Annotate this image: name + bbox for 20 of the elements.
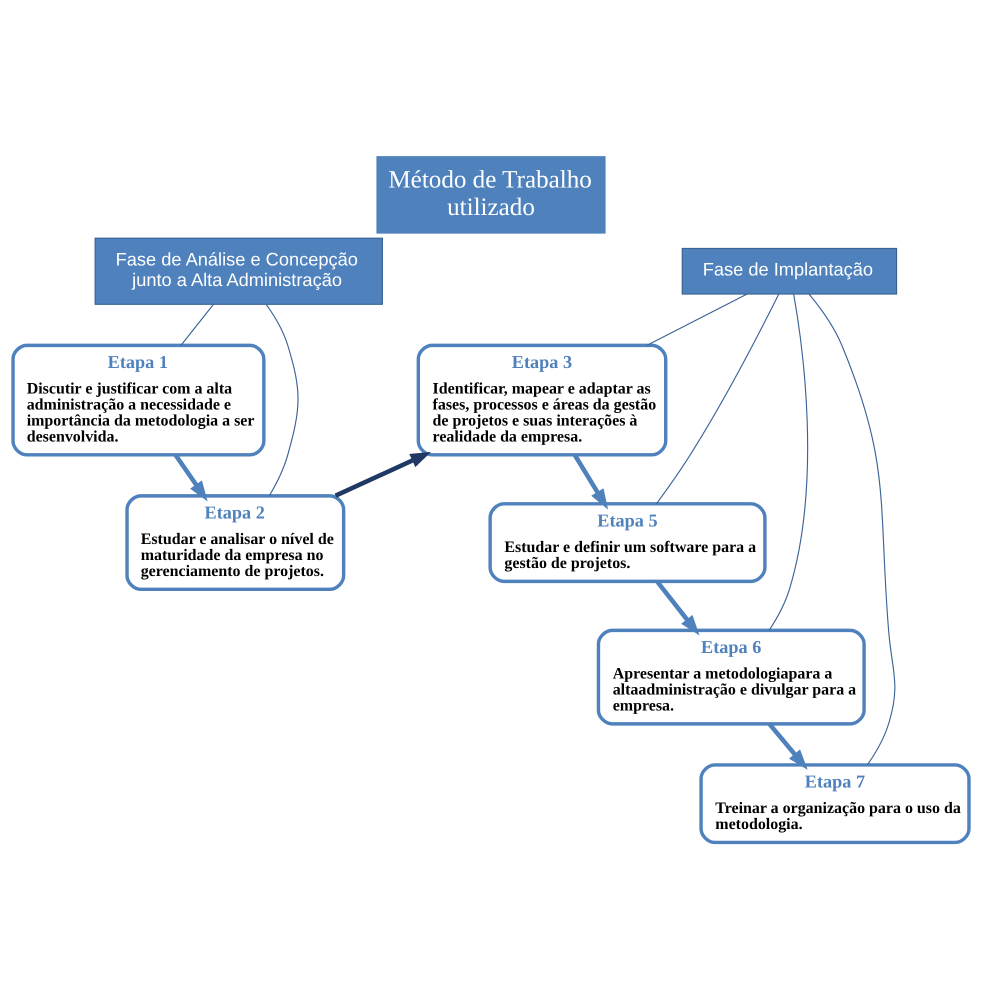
node-box: Fase de Implantação [682, 248, 898, 295]
arrow [768, 722, 808, 770]
node-box: Fase de Análise e Concepção junto a Alta Administração [94, 238, 383, 305]
node-box: Etapa 2 Estudar e analisar o nível de maturidade da empresa no gerenciamento de projetos. [125, 494, 346, 592]
diagram-title: Método de Trabalho utilizado [388, 166, 592, 221]
node-box: Etapa 7 Treinar a organização para o uso da metodologia. [699, 763, 971, 844]
connector [656, 294, 780, 504]
arrow [655, 580, 700, 636]
connector [647, 294, 748, 346]
arrow [334, 452, 432, 498]
connector [768, 294, 808, 630]
arrow [572, 454, 608, 510]
node-box: Etapa 1 Discutir e justificar com a alta administração a necessidade e importância da metodologia a ser desenvolvida. [11, 344, 266, 457]
arrow [174, 454, 208, 502]
node-box: Etapa 3 Identificar, mapear e adaptar as fases, processos e áreas da gestão de projetos e suas interações à realidade da empresa. [416, 344, 668, 457]
node-box: Etapa 5 Estudar e definir um software para a gestão de projetos. [488, 502, 767, 584]
connector [266, 304, 299, 496]
node-box: Etapa 6 Apresentar a metodologiapara a altaadministração e divulgar para a empresa. [596, 628, 866, 726]
connector [808, 294, 896, 765]
connector [180, 304, 214, 346]
